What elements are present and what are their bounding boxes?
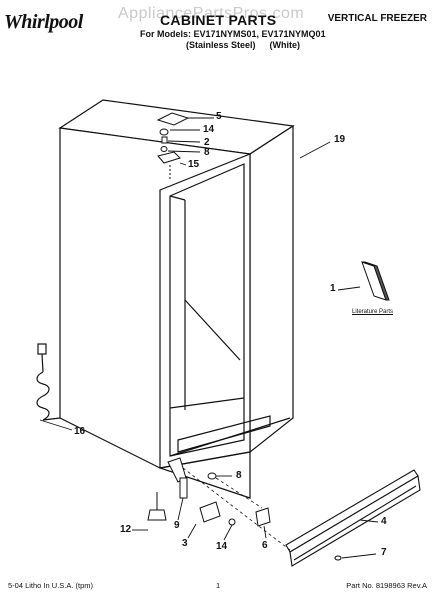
hinge-screw	[160, 146, 168, 152]
toe-grille	[285, 469, 421, 567]
hinge-bracket	[199, 501, 221, 523]
callout-14-bottom: 14	[216, 541, 228, 552]
opening-inner	[169, 163, 245, 457]
page-title: CABINET PARTS	[160, 12, 277, 28]
footer-left: 5-04 Litho In U.S.A. (tpm)	[8, 581, 94, 590]
cabinet	[58, 99, 295, 499]
category-label: VERTICAL FREEZER	[327, 13, 427, 24]
callout-7: 7	[381, 547, 387, 558]
part-number: Part No. 8198963 Rev.A	[346, 581, 427, 590]
cabinet-opening	[159, 153, 251, 469]
variant-white: (White)	[269, 40, 301, 50]
toe-grille-area	[177, 415, 271, 453]
literature-booklet	[361, 261, 390, 301]
callout-8-top: 8	[204, 147, 210, 158]
whirlpool-logo: Whirlpool	[4, 11, 83, 33]
model-list: For Models: EV171NYMS01, EV171NYMQ01	[140, 29, 326, 39]
cabinet-front	[249, 124, 294, 454]
callout-8-bottom: 8	[236, 470, 242, 481]
callout-14-top: 14	[203, 124, 215, 135]
top-hinge-parts	[156, 112, 190, 180]
callout-1: 1	[330, 283, 336, 294]
callout-3: 3	[182, 538, 188, 549]
model-variants: (Stainless Steel) (White)	[186, 40, 300, 50]
page-number: 1	[216, 581, 221, 590]
hinge-pin	[161, 136, 168, 144]
callout-2: 2	[204, 137, 210, 148]
callout-4: 4	[381, 516, 387, 527]
door-stop	[255, 507, 271, 527]
callout-15: 15	[188, 159, 200, 170]
explode-lines	[182, 467, 291, 551]
callout-5: 5	[216, 111, 222, 122]
callout-6: 6	[262, 540, 268, 551]
power-cord	[36, 343, 61, 421]
leveling-leg	[147, 509, 167, 521]
callout-9: 9	[174, 520, 180, 531]
top-hinge	[157, 151, 181, 164]
variant-stainless: (Stainless Steel)	[186, 40, 256, 50]
literature-parts-label: Literature Parts	[352, 309, 394, 315]
callout-16: 16	[74, 426, 86, 437]
watermark: AppliancePartsPros.com	[118, 5, 305, 22]
leader-lines	[39, 117, 379, 559]
callout-19: 19	[334, 134, 346, 145]
hinge-bushing	[159, 128, 169, 136]
bottom-hinge-parts	[147, 457, 271, 527]
callout-12: 12	[120, 524, 132, 535]
